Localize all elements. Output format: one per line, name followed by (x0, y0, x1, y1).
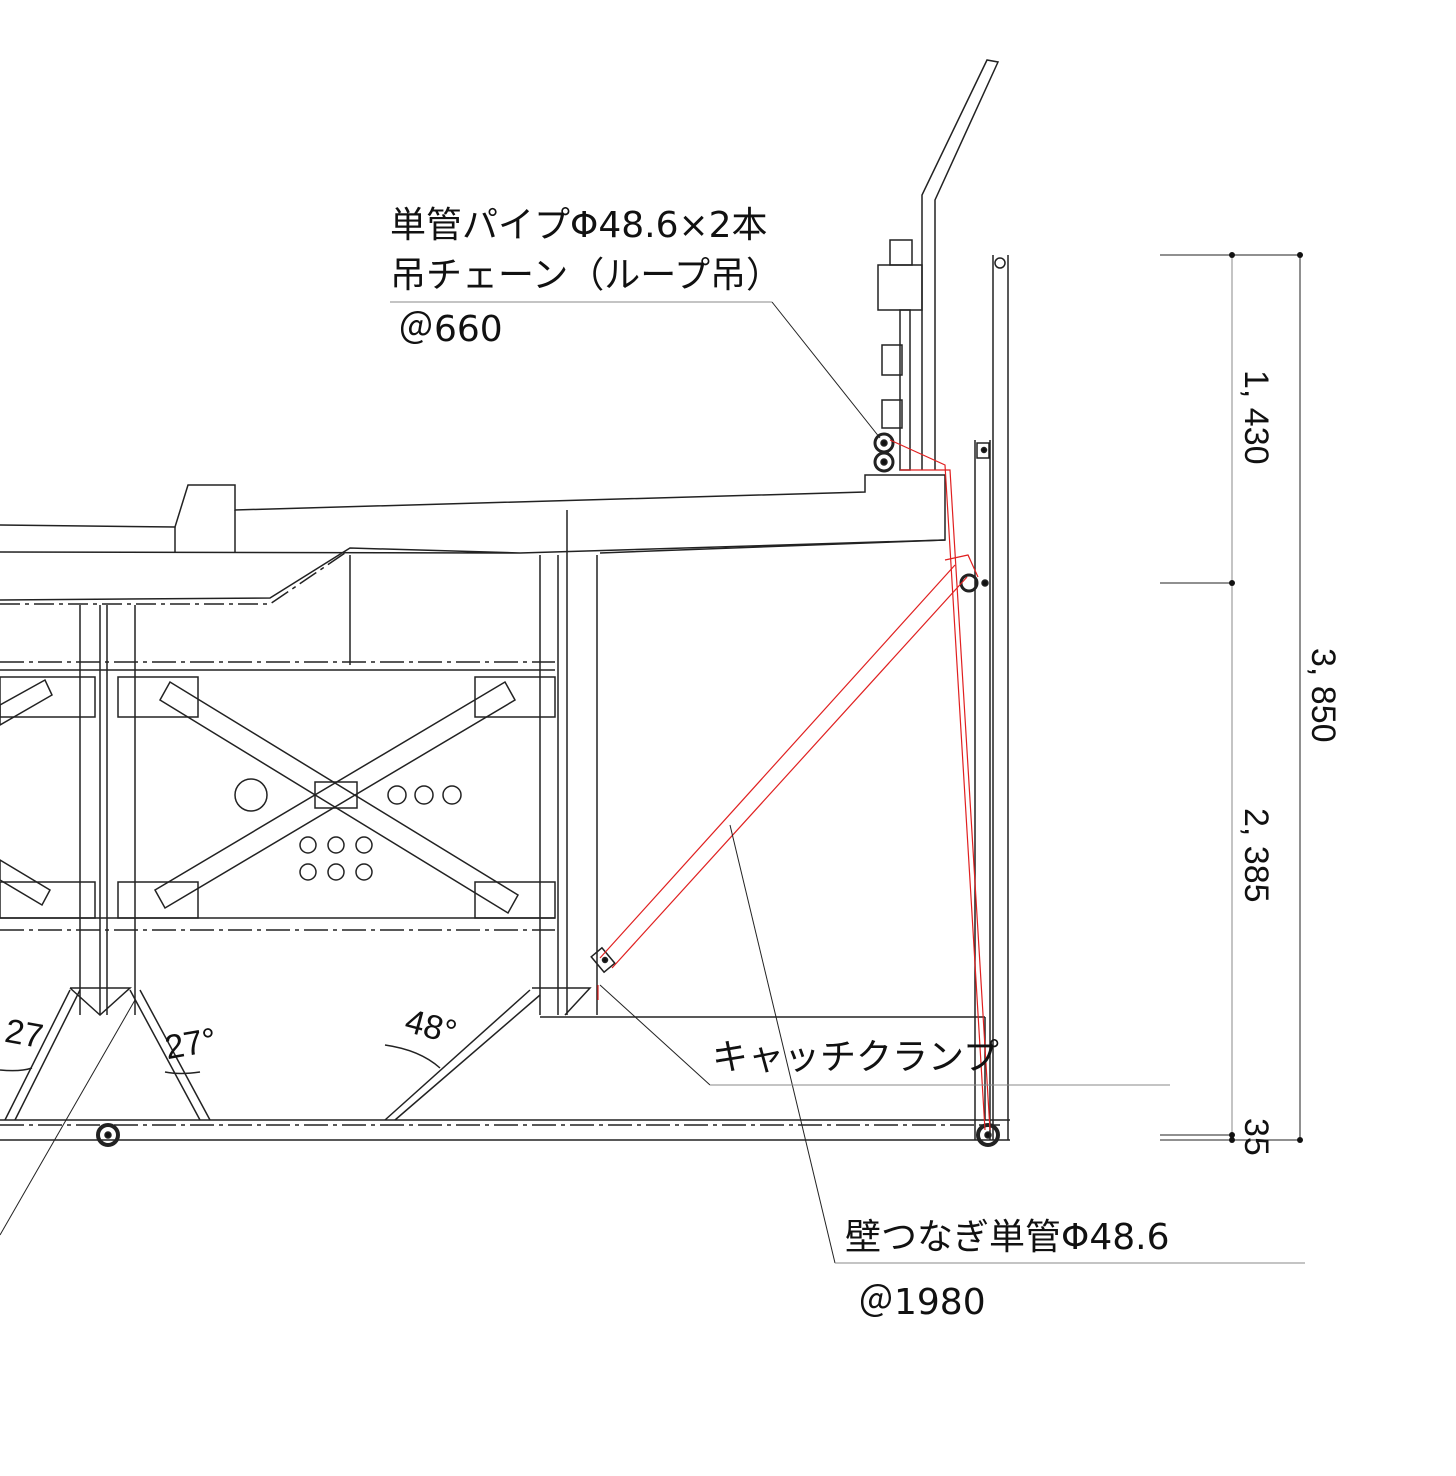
wall-tie-pipes (597, 439, 991, 1131)
wall-tie-label: 壁つなぎ単管Φ48.6 (845, 1217, 1170, 1258)
dim-total: 3, 850 (1304, 648, 1342, 743)
suspended-scaffold (0, 255, 1010, 1147)
pipe-pitch-label: ＠660 (398, 309, 503, 350)
deck-slab (0, 474, 946, 605)
girders (0, 555, 598, 1015)
leader-lines (0, 301, 1305, 1264)
pipe-label: 単管パイプΦ48.6×2本 (390, 205, 768, 246)
dimension-lines (1160, 252, 1303, 1143)
dim-bottom: 35 (1237, 1118, 1275, 1156)
support-jack (873, 239, 923, 473)
chain-label: 吊チェーン（ループ吊） (390, 255, 783, 296)
wall-tie-pitch-label: ＠1980 (858, 1282, 986, 1323)
angle-left: 27 (2, 1012, 46, 1057)
dim-upper: 1, 430 (1237, 370, 1275, 465)
handrail (921, 59, 1000, 470)
catch-clamp-label: キャッチクランプ (712, 1037, 999, 1078)
dim-lower: 2, 385 (1237, 808, 1275, 903)
